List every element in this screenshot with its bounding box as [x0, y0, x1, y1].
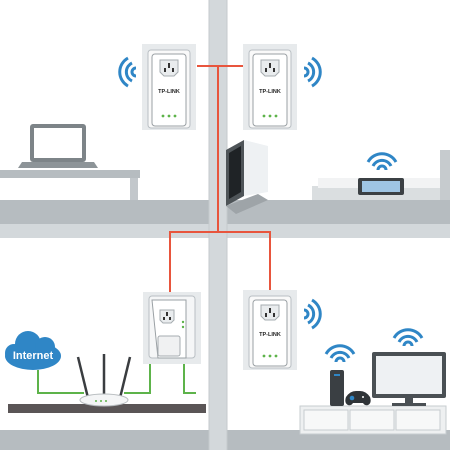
adapter-upstairs-right: TP-LINK: [243, 44, 297, 130]
floor-upstairs-left: [0, 200, 209, 224]
tv-icon: [226, 140, 268, 214]
shelf: [8, 404, 206, 413]
cloud-icon: Internet: [5, 331, 61, 370]
tv-icon: [372, 352, 446, 406]
tablet-icon: [358, 178, 404, 195]
adapter-brand-label: TP-LINK: [259, 89, 281, 95]
adapter-brand-label: TP-LINK: [158, 89, 180, 95]
adapter-upstairs-left: TP-LINK: [142, 44, 196, 130]
tv-stand: [299, 405, 447, 435]
adapter-brand-label: TP-LINK: [259, 332, 281, 338]
router-icon: [76, 354, 132, 407]
internet-label: Internet: [13, 350, 54, 362]
game-console-icon: [330, 370, 344, 406]
floor-upstairs-right: [227, 200, 450, 224]
adapter-downstairs-router-side: [143, 292, 201, 364]
gamepad-icon: [345, 391, 371, 406]
adapter-downstairs-right: TP-LINK: [243, 290, 297, 370]
ethernet-cables: [37, 360, 196, 394]
desk-icon: [0, 170, 140, 200]
laptop-icon: [18, 124, 98, 168]
